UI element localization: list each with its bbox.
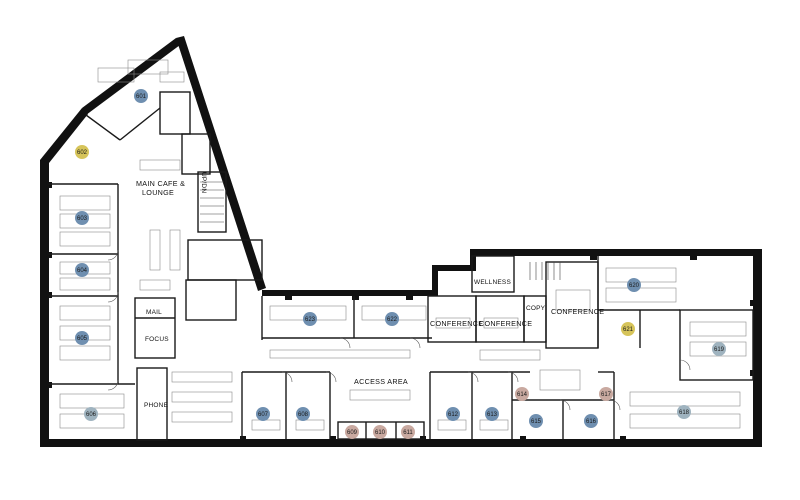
room-badge-610: [373, 425, 387, 439]
room-badge-606: [84, 407, 98, 421]
room-badge-612: [446, 407, 460, 421]
exterior-walls: [40, 36, 762, 447]
room-number-618: 618: [679, 410, 690, 416]
conference-label-2: CONFERENCE: [479, 319, 532, 328]
phone-label: PHONE: [144, 402, 169, 409]
room-number-613: 613: [487, 412, 498, 418]
furniture: [59, 59, 747, 431]
stairs-label: UP/DN: [200, 172, 207, 193]
room-badge-603: [75, 211, 89, 225]
room-badge-615: [529, 414, 543, 428]
room-badge-618: [677, 405, 691, 419]
access-area-label: ACCESS AREA: [354, 377, 408, 386]
room-badge-619: [712, 342, 726, 356]
room-number-603: 603: [77, 216, 88, 222]
room-number-623: 623: [305, 317, 316, 323]
room-badge-613: [485, 407, 499, 421]
room-badge-611: [401, 425, 415, 439]
room-badge-609: [345, 425, 359, 439]
room-badge-608: [296, 407, 310, 421]
room-number-619: 619: [714, 347, 725, 353]
focus-label: FOCUS: [145, 336, 169, 343]
room-number-612: 612: [448, 412, 459, 418]
room-badge-614: [515, 387, 529, 401]
room-number-604: 604: [77, 268, 88, 274]
room-number-608: 608: [298, 412, 309, 418]
room-badge-602: [75, 145, 89, 159]
room-number-610: 610: [375, 430, 386, 436]
room-number-606: 606: [86, 412, 97, 418]
room-number-611: 611: [403, 430, 413, 436]
room-number-620: 620: [629, 283, 640, 289]
mail-label: MAIL: [146, 309, 162, 316]
room-badge-605: [75, 331, 89, 345]
doors: [107, 249, 691, 411]
room-number-621: 621: [623, 327, 634, 333]
room-number-616: 616: [586, 419, 597, 425]
room-badge-620: [627, 278, 641, 292]
room-badge-601: [134, 89, 148, 103]
room-number-602: 602: [77, 150, 88, 156]
copy-label: COPY: [526, 305, 546, 312]
room-number-615: 615: [531, 419, 542, 425]
room-number-614: 614: [517, 392, 528, 398]
stair-treads: [200, 181, 561, 280]
room-badge-607: [256, 407, 270, 421]
main-cafe-label-line1: MAIN CAFE &: [136, 179, 185, 188]
interior-partitions: [49, 91, 754, 441]
room-badge-622: [385, 312, 399, 326]
room-number-601: 601: [136, 94, 147, 100]
columns: [40, 182, 762, 447]
conference-label-3: CONFERENCE: [551, 307, 604, 316]
room-badge-621: [621, 322, 635, 336]
conference-label-1: CONFERENCE: [430, 319, 483, 328]
room-number-609: 609: [347, 430, 358, 436]
room-number-617: 617: [601, 392, 612, 398]
room-number-622: 622: [387, 317, 398, 323]
room-number-605: 605: [77, 336, 88, 342]
room-badge-604: [75, 263, 89, 277]
room-number-607: 607: [258, 412, 269, 418]
main-cafe-label-line2: LOUNGE: [142, 188, 174, 197]
room-badge-617: [599, 387, 613, 401]
wellness-label: WELLNESS: [474, 279, 511, 286]
room-badge-616: [584, 414, 598, 428]
room-badge-623: [303, 312, 317, 326]
room-labels: MAIN CAFE & LOUNGE UP/DN MAIL FOCUS PHON…: [136, 172, 604, 409]
room-badges: 601 602 603 604 605 606 607 608 609 610 611 612 613 6…: [75, 89, 726, 439]
